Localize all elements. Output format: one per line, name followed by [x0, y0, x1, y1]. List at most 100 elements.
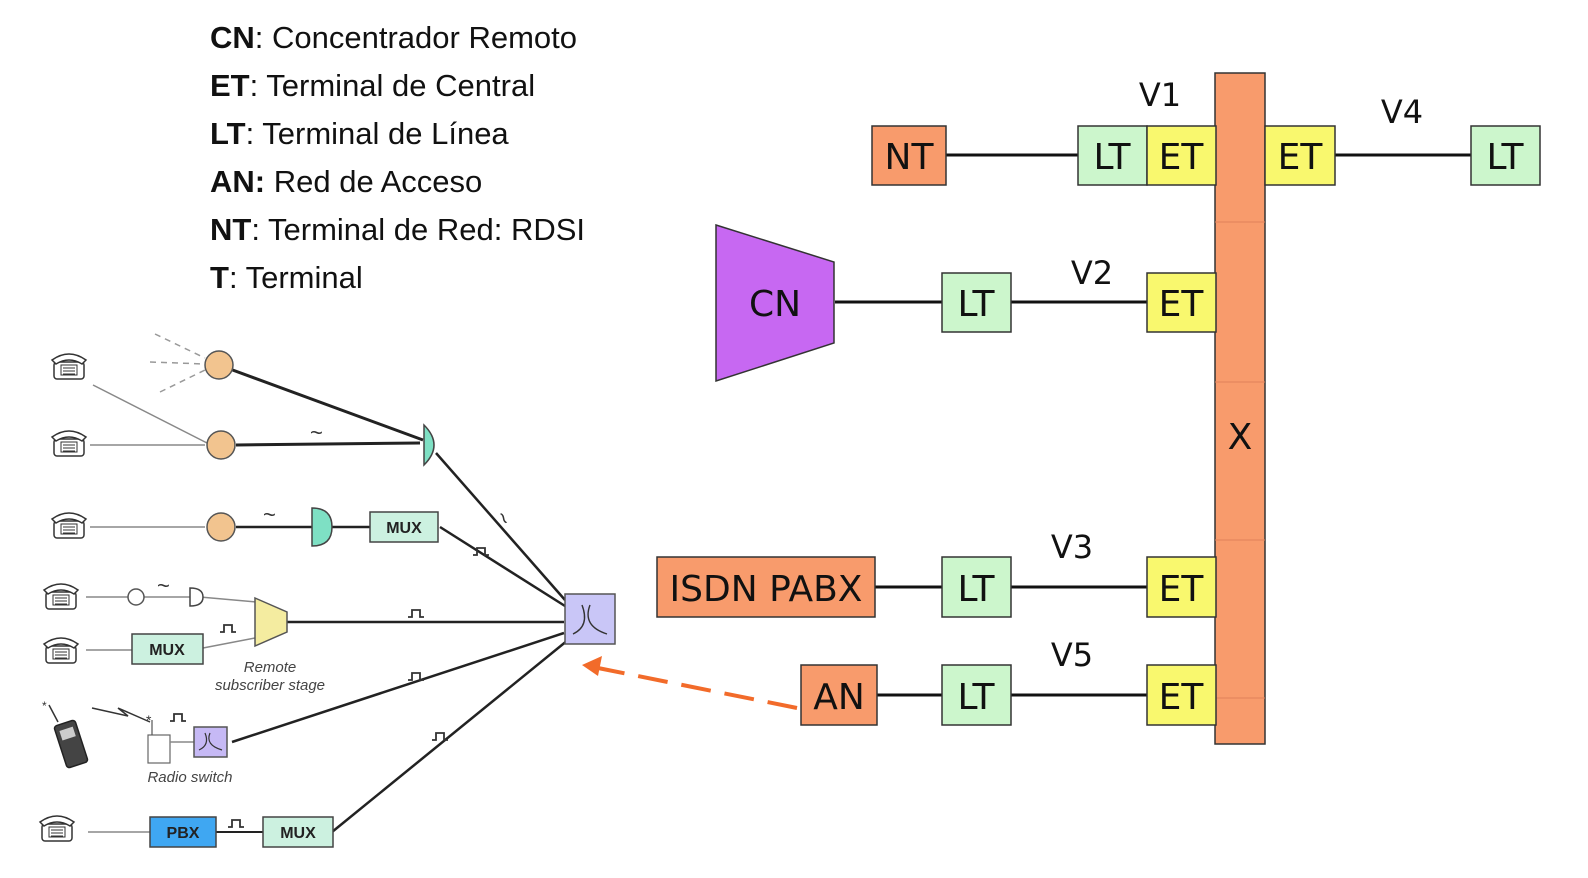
radio-switch-icon — [193, 726, 228, 758]
svg-text:*: * — [42, 699, 47, 713]
legend-desc: Terminal de Red: RDSI — [268, 212, 586, 247]
analog-wave-icon: ~ — [263, 502, 276, 527]
legend-sep: : — [249, 68, 267, 103]
lt-box-v1: LT — [1077, 125, 1148, 186]
radio-node — [204, 350, 234, 380]
et-box-v3: ET — [1146, 556, 1217, 618]
concentrator-icon — [189, 587, 204, 607]
lt-label: LT — [957, 569, 995, 610]
lt-label: LT — [957, 677, 995, 718]
legend-abbr: T — [210, 260, 229, 295]
legend-row-nt: NT: Terminal de Red: RDSI — [210, 206, 585, 254]
phone-icon — [43, 583, 79, 610]
lt-box-v3: LT — [941, 556, 1012, 618]
dashed-arrow — [582, 656, 798, 710]
nt-label: NT — [885, 137, 935, 178]
lt-label: LT — [957, 284, 995, 325]
phone-icon — [39, 815, 75, 842]
legend-row-cn: CN: Concentrador Remoto — [210, 14, 585, 62]
et-box-v5: ET — [1146, 664, 1217, 726]
phone-icon — [51, 512, 87, 539]
mux-label: MUX — [280, 825, 316, 842]
digital-pulse-icon — [473, 547, 489, 556]
legend-row-lt: LT: Terminal de Línea — [210, 110, 585, 158]
an-box: AN — [800, 664, 878, 726]
legend-desc: Terminal — [245, 260, 363, 295]
et-label: ET — [1159, 677, 1205, 718]
legend-sep: : — [245, 116, 263, 151]
mux-box: MUX — [131, 633, 204, 665]
switch-x: X — [1214, 72, 1266, 745]
lt-box-v5: LT — [941, 664, 1012, 726]
analog-wave-icon: ~ — [310, 420, 323, 445]
concentrator-icon — [423, 423, 435, 467]
analog-wave-icon: ~ — [157, 573, 170, 598]
mobile-phone-icon: * — [42, 699, 151, 769]
legend-abbr: AN: — [210, 164, 266, 199]
radio-base-icon — [147, 734, 171, 764]
digital-pulse-icon — [170, 713, 186, 722]
phone-icon — [51, 430, 87, 457]
legend-desc: Terminal de Central — [266, 68, 536, 103]
et-label: ET — [1159, 284, 1205, 325]
mux-label: MUX — [386, 520, 422, 537]
legend-abbr: LT — [210, 116, 246, 151]
et-label: ET — [1278, 137, 1324, 178]
legend-desc: Terminal de Línea — [262, 116, 509, 151]
remote-subscriber-stage — [254, 596, 288, 648]
v5-label: V5 — [1051, 636, 1093, 674]
digital-pulse-icon — [220, 624, 236, 633]
switch-x-label: X — [1228, 417, 1253, 458]
et-label: ET — [1159, 569, 1205, 610]
digital-pulse-icon — [228, 819, 244, 828]
local-exchange-icon — [564, 593, 616, 645]
phone-icon — [43, 637, 79, 664]
legend-sep: : — [228, 260, 246, 295]
access-network-illustration: ~ ~ ~ ~ Remote subscriber stage MUX MUX … — [39, 333, 616, 848]
legend: CN: Concentrador Remoto ET: Terminal de … — [210, 14, 585, 302]
isdn-pabx-label: ISDN PABX — [670, 569, 863, 610]
isdn-pabx-box: ISDN PABX — [656, 556, 876, 618]
v2-label: V2 — [1071, 254, 1113, 292]
et-box-v2: ET — [1146, 272, 1217, 333]
legend-sep: : — [254, 20, 273, 55]
legend-abbr: NT — [210, 212, 252, 247]
remote-stage-caption: subscriber stage — [215, 677, 325, 694]
analog-wave-icon: ~ — [490, 506, 518, 530]
mux-box: MUX — [369, 511, 439, 543]
digital-pulse-icon — [408, 672, 424, 681]
mux-label: MUX — [149, 642, 185, 659]
phone-icon — [51, 353, 87, 380]
mux-box: MUX — [262, 816, 334, 848]
v1-label: V1 — [1139, 76, 1181, 114]
lt-label: LT — [1093, 137, 1131, 178]
cn-label: CN — [749, 284, 801, 325]
et-label: ET — [1159, 137, 1205, 178]
radio-node — [206, 512, 236, 542]
nt-box: NT — [871, 125, 947, 186]
legend-row-t: T: Terminal — [210, 254, 585, 302]
legend-abbr: CN — [210, 20, 255, 55]
v4-label: V4 — [1381, 93, 1423, 131]
concentrator-icon — [311, 507, 333, 547]
legend-desc: Red de Acceso — [273, 164, 483, 199]
et-box-v4: ET — [1264, 125, 1336, 186]
an-label: AN — [813, 677, 865, 718]
cn-concentrator: CN — [715, 223, 835, 383]
lt-box-v4: LT — [1470, 125, 1541, 186]
legend-abbr: ET — [210, 68, 250, 103]
pbx-label: PBX — [167, 825, 200, 842]
radio-node — [206, 430, 236, 460]
radio-switch-caption: Radio switch — [147, 769, 232, 786]
legend-sep: : — [251, 212, 268, 247]
remote-stage-caption: Remote — [244, 659, 297, 676]
digital-pulse-icon — [408, 609, 424, 618]
legend-desc: Concentrador Remoto — [272, 20, 578, 55]
pbx-box: PBX — [149, 816, 217, 848]
legend-row-an: AN: Red de Acceso — [210, 158, 585, 206]
lt-label: LT — [1486, 137, 1524, 178]
lt-box-v2: LT — [941, 272, 1012, 333]
v3-label: V3 — [1051, 528, 1093, 566]
legend-row-et: ET: Terminal de Central — [210, 62, 585, 110]
